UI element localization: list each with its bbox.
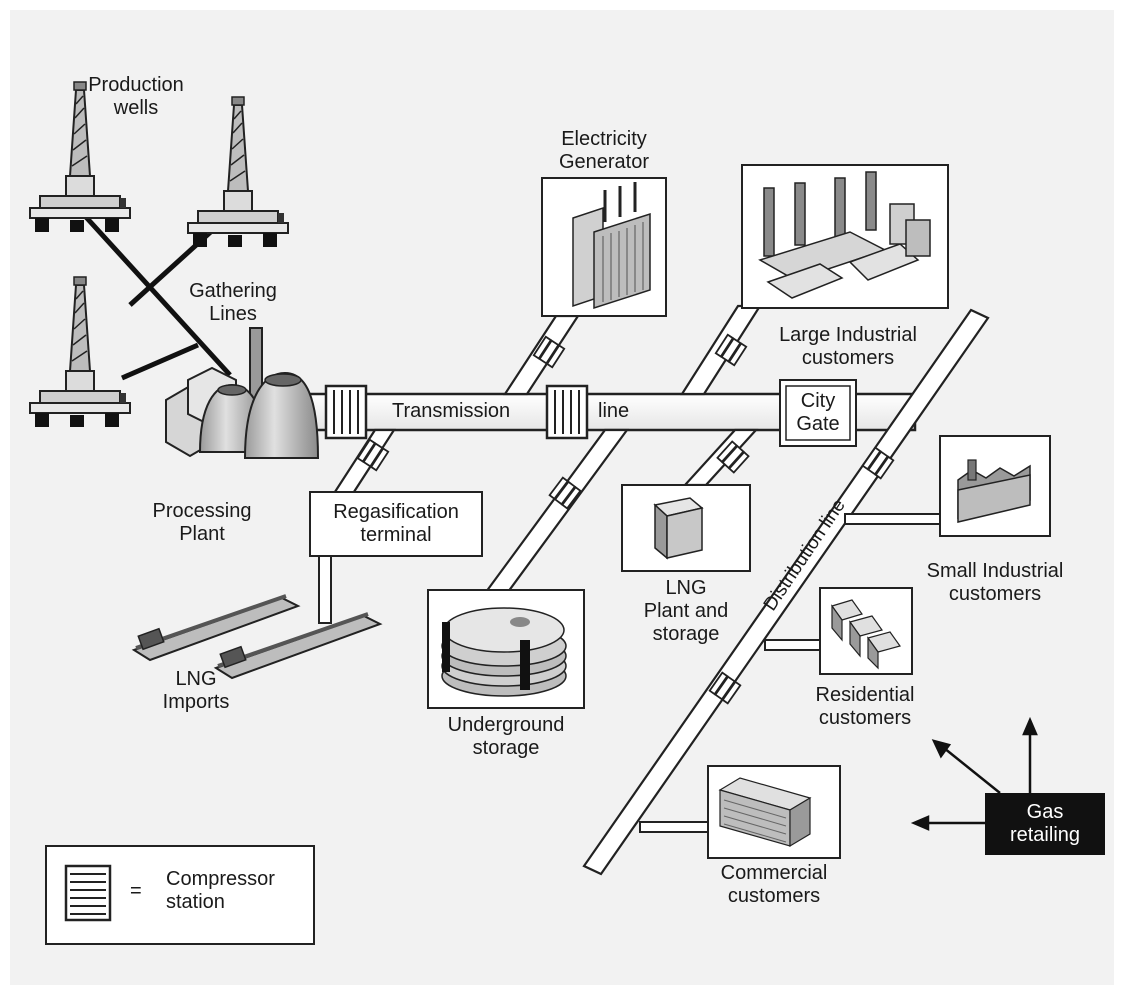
lng-tanker-ships (131, 594, 383, 680)
compressor-station-2 (545, 384, 589, 440)
city-gate-label: City Gate (796, 390, 840, 435)
electricity-generator-label: Electricity Generator (558, 128, 650, 173)
processing-plant-label: Processing Plant (152, 500, 252, 545)
legend-equals: = (130, 880, 142, 902)
pipe-regas-to-lng (318, 554, 332, 624)
underground-storage-label: Underground storage (447, 714, 565, 759)
regasification-terminal-box (309, 491, 483, 557)
small-industrial-box (939, 435, 1051, 537)
lng-plant-box (621, 484, 751, 572)
production-wells-label: Production wells (88, 74, 184, 119)
commercial-label: Commercial customers (720, 862, 828, 907)
small-industrial-label: Small Industrial customers (926, 560, 1064, 605)
distribution-pipeline (582, 308, 990, 876)
lng-imports-label: LNG Imports (162, 668, 230, 713)
city-gate-box (779, 379, 857, 447)
residential-label: Residential customers (815, 684, 915, 729)
processing-plant-illustration (165, 327, 320, 459)
gathering-lines-label: Gathering Lines (189, 280, 277, 325)
lng-plant-label: LNG Plant and storage (643, 577, 729, 645)
large-industrial-box (741, 164, 949, 309)
gas-retailing-label: Gas retailing (1009, 801, 1081, 846)
transmission-label: Transmission (392, 400, 511, 422)
legend-compressor-station-label: Compressor station (166, 868, 275, 913)
regasification-terminal-label: Regasification terminal (333, 501, 459, 546)
large-industrial-label: Large Industrial customers (779, 324, 917, 369)
compressor-station-1 (324, 384, 368, 440)
underground-storage-box (427, 589, 585, 709)
electricity-generator-box (541, 177, 667, 317)
legend-box (45, 845, 315, 945)
commercial-box (707, 765, 841, 859)
gas-retailing-box (985, 793, 1105, 855)
retailing-arrows (910, 716, 1038, 831)
residential-box (819, 587, 913, 675)
line-label: line (598, 400, 630, 422)
